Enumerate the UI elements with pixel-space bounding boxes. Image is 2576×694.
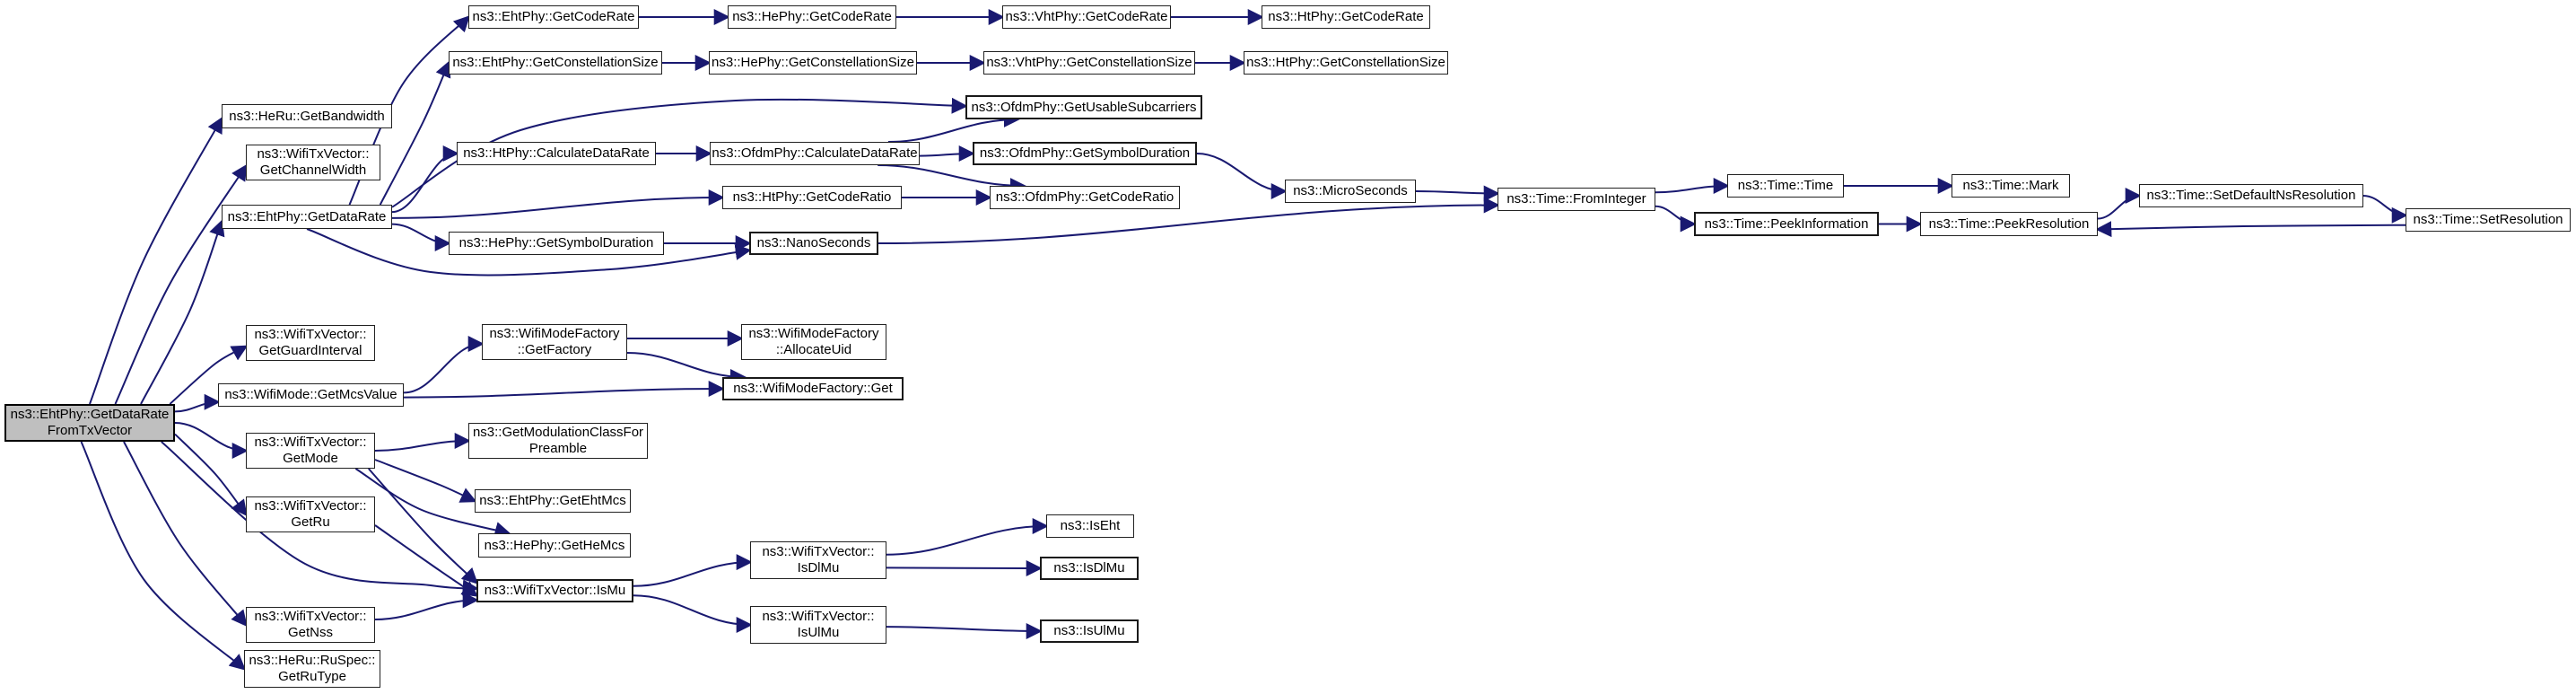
edge-getMcsValue-factoryGet [403,381,725,399]
edge-ofdmCalcDataRate-getUsableSubcarriers [887,111,1020,143]
edge-getDataRate-htCalcDataRate [391,145,459,214]
graph-node-peekResolution[interactable]: ns3::Time::PeekResolution [1920,212,2098,236]
graph-node-ofdmGetCodeRatio[interactable]: ns3::OfdmPhy::GetCodeRatio [990,186,1180,209]
edge-root-getNss [123,441,248,628]
edge-getNss-isMu [374,592,479,620]
graph-node-root: ns3::EhtPhy::GetDataRate FromTxVector [4,404,175,442]
edge-getMcsValue-getFactory [403,336,485,394]
graph-node-getMode[interactable]: ns3::WifiTxVector:: GetMode [246,433,375,469]
graph-node-getRuType[interactable]: ns3::HeRu::RuSpec:: GetRuType [244,650,380,688]
graph-node-ofdmCalcDataRate[interactable]: ns3::OfdmPhy::CalculateDataRate [710,142,920,165]
graph-node-htGetConstSize[interactable]: ns3::HtPhy::GetConstellationSize [1244,51,1448,75]
graph-node-isUlMu[interactable]: ns3::IsUlMu [1040,619,1139,643]
graph-node-allocateUid[interactable]: ns3::WifiModeFactory ::AllocateUid [741,324,886,360]
edge-root-isMu [161,441,479,596]
edge-root-getMcsValue [174,393,221,413]
graph-node-htGetCodeRatio[interactable]: ns3::HtPhy::GetCodeRatio [722,186,902,209]
edge-getRu-isMu [374,524,479,597]
edge-microSeconds-fromInteger [1415,185,1500,202]
graph-node-getNss[interactable]: ns3::WifiTxVector:: GetNss [246,607,375,643]
edge-setResolution-peekResolution [2095,221,2406,238]
graph-node-getRu[interactable]: ns3::WifiTxVector:: GetRu [246,496,375,532]
edge-getDataRate-nanoSeconds [306,228,752,277]
graph-node-isDlMu[interactable]: ns3::IsDlMu [1040,557,1139,580]
edge-isUlMuVec-isUlMu [886,622,1043,639]
graph-node-hePhyGetSymbolDuration[interactable]: ns3::HePhy::GetSymbolDuration [449,232,664,255]
graph-node-timeTime[interactable]: ns3::Time::Time [1727,174,1844,198]
edge-root-getRuType [80,441,247,671]
graph-node-getChannelWidth[interactable]: ns3::WifiTxVector:: GetChannelWidth [246,145,380,180]
edge-root-getDataRate [140,219,225,405]
edge-getFactory-factoryGet [626,352,747,385]
edge-isDlMuVec-isEht [886,518,1049,556]
graph-node-heGetHeMcs[interactable]: ns3::HePhy::GetHeMcs [478,533,631,558]
edge-fromInteger-timeTime [1655,178,1730,195]
graph-node-fromInteger[interactable]: ns3::Time::FromInteger [1498,188,1655,211]
edge-getMode-heGetHeMcs [354,468,511,538]
edge-peekResolution-setDefaultNsResolution [2097,188,2142,220]
graph-node-peekInformation[interactable]: ns3::Time::PeekInformation [1694,212,1879,236]
graph-node-timeMark[interactable]: ns3::Time::Mark [1952,174,2070,198]
edge-isDlMuVec-isDlMu [886,559,1043,576]
graph-node-getDataRate[interactable]: ns3::EhtPhy::GetDataRate [222,205,392,229]
graph-node-isUlMuVec[interactable]: ns3::WifiTxVector:: IsUlMu [750,606,886,644]
graph-node-getModClassForPreamble[interactable]: ns3::GetModulationClassFor Preamble [468,423,648,459]
graph-node-htCalcDataRate[interactable]: ns3::HtPhy::CalculateDataRate [457,142,656,165]
edge-ofdmCalcDataRate-ofdmGetCodeRatio [878,164,1026,194]
edge-root-getRu [174,433,248,517]
edge-getMode-getModClassForPreamble [374,433,471,452]
graph-node-setDefaultNsResolution[interactable]: ns3::Time::SetDefaultNsResolution [2139,184,2363,207]
edge-isMu-isDlMuVec [633,554,753,587]
graph-node-isDlMuVec[interactable]: ns3::WifiTxVector:: IsDlMu [750,541,886,579]
edge-ofdmCalcDataRate-ofdmGetSymbolDuration [919,145,975,163]
graph-node-getUsableSubcarriers[interactable]: ns3::OfdmPhy::GetUsableSubcarriers [965,95,1202,119]
graph-node-getMcsValue[interactable]: ns3::WifiMode::GetMcsValue [218,383,404,407]
graph-node-ehtGetConstSize[interactable]: ns3::EhtPhy::GetConstellationSize [449,51,662,75]
edge-nanoSeconds-fromInteger [878,197,1500,244]
graph-node-factoryGet[interactable]: ns3::WifiModeFactory::Get [722,377,904,400]
graph-node-microSeconds[interactable]: ns3::MicroSeconds [1285,180,1416,203]
graph-node-nanoSeconds[interactable]: ns3::NanoSeconds [749,232,878,255]
graph-node-isMu[interactable]: ns3::WifiTxVector::IsMu [476,579,633,602]
edge-getDataRate-htGetCodeRatio [391,189,725,219]
edge-getDataRate-hePhyGetSymbolDuration [391,223,451,251]
edge-getMode-isMu [368,468,478,584]
graph-node-isEht[interactable]: ns3::IsEht [1046,514,1134,538]
graph-node-ehtGetCodeRate[interactable]: ns3::EhtPhy::GetCodeRate [468,5,639,29]
edge-ofdmGetSymbolDuration-microSeconds [1196,153,1288,199]
edge-root-getGuardInterval [169,345,249,405]
graph-node-vhtGetConstSize[interactable]: ns3::VhtPhy::GetConstellationSize [983,51,1195,75]
edge-setDefaultNsResolution-setResolution [2362,195,2408,224]
edge-root-getBandwidth [89,116,223,405]
graph-node-heGetConstSize[interactable]: ns3::HePhy::GetConstellationSize [709,51,917,75]
edge-root-getMode [174,422,249,459]
edge-isMu-isUlMuVec [633,594,753,633]
edge-getDataRate-getUsableSubcarriers [391,97,968,208]
edge-fromInteger-peekInformation [1655,205,1697,233]
edge-getMode-ehtGetEhtMcs [374,459,477,503]
graph-node-heGetCodeRate[interactable]: ns3::HePhy::GetCodeRate [728,5,896,29]
graph-node-htGetCodeRate[interactable]: ns3::HtPhy::GetCodeRate [1262,5,1430,29]
graph-node-ofdmGetSymbolDuration[interactable]: ns3::OfdmPhy::GetSymbolDuration [973,142,1197,165]
graph-node-ehtGetEhtMcs[interactable]: ns3::EhtPhy::GetEhtMcs [475,489,631,513]
edge-root-getChannelWidth [114,163,248,405]
graph-node-getBandwidth[interactable]: ns3::HeRu::GetBandwidth [222,104,392,128]
edge-getDataRate-ehtGetConstSize [379,60,451,206]
graph-node-getGuardInterval[interactable]: ns3::WifiTxVector:: GetGuardInterval [246,325,375,361]
graph-node-vhtGetCodeRate[interactable]: ns3::VhtPhy::GetCodeRate [1002,5,1171,29]
graph-node-getFactory[interactable]: ns3::WifiModeFactory ::GetFactory [482,324,627,360]
graph-node-setResolution[interactable]: ns3::Time::SetResolution [2406,208,2571,232]
